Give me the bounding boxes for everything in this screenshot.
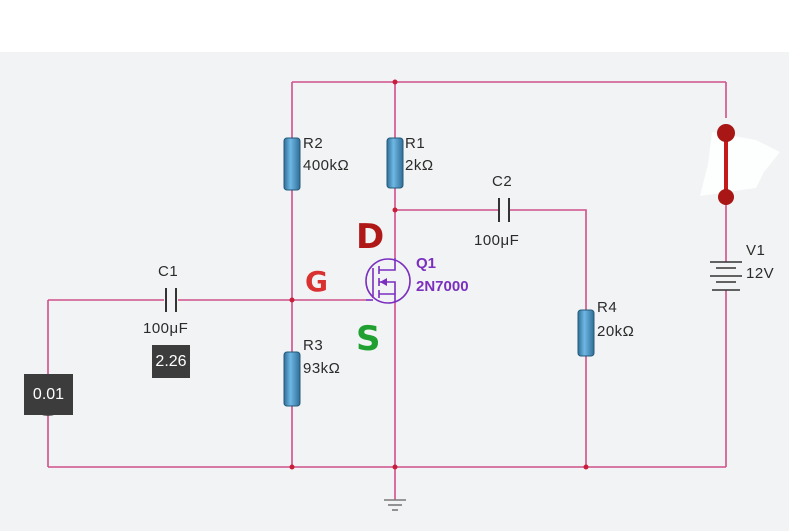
source-label: S <box>356 319 381 359</box>
c1-voltage-readout: 2.26 <box>152 345 190 378</box>
r1-name: R1 <box>405 135 425 152</box>
junction-drain <box>392 207 398 213</box>
junctions <box>289 79 589 470</box>
q1-value: 2N7000 <box>416 278 469 295</box>
wires <box>47 81 727 500</box>
r4-name: R4 <box>597 299 617 316</box>
power-switch[interactable] <box>700 124 780 205</box>
v1-battery[interactable] <box>710 261 742 291</box>
c1-capacitor[interactable] <box>165 288 177 312</box>
junction-bottom-r3 <box>289 464 295 470</box>
drain-label: D <box>356 217 384 257</box>
junction-bottom-source <box>392 464 398 470</box>
r2-name: R2 <box>303 135 323 152</box>
switch-top-terminal <box>717 124 735 142</box>
gate-label: G <box>305 265 328 298</box>
wire-c2-to-r4 <box>510 209 587 467</box>
switch-backdrop <box>700 132 780 196</box>
r2-resistor[interactable] <box>283 137 301 191</box>
q1-name: Q1 <box>416 255 436 272</box>
switch-bottom-terminal <box>718 189 734 205</box>
c2-name: C2 <box>492 173 512 190</box>
c2-value: 100μF <box>474 232 519 249</box>
r3-value: 93kΩ <box>303 360 340 377</box>
junction-top-r1 <box>392 79 398 85</box>
c1-value: 100μF <box>143 320 188 337</box>
r4-value: 20kΩ <box>597 323 634 340</box>
input-voltage-readout: 0.01 <box>24 374 73 415</box>
r3-name: R3 <box>303 337 323 354</box>
junction-bottom-r4 <box>583 464 589 470</box>
r1-resistor[interactable] <box>386 137 404 189</box>
junction-gate <box>289 297 295 303</box>
v1-value: 12V <box>746 265 774 282</box>
c2-capacitor[interactable] <box>498 198 510 222</box>
c1-name: C1 <box>158 263 178 280</box>
ground-symbol <box>384 499 406 511</box>
r3-resistor[interactable] <box>283 351 301 407</box>
q1-mosfet[interactable] <box>365 258 411 304</box>
v1-name: V1 <box>746 242 765 259</box>
r4-resistor[interactable] <box>577 309 595 357</box>
r2-value: 400kΩ <box>303 157 349 174</box>
r1-value: 2kΩ <box>405 157 434 174</box>
